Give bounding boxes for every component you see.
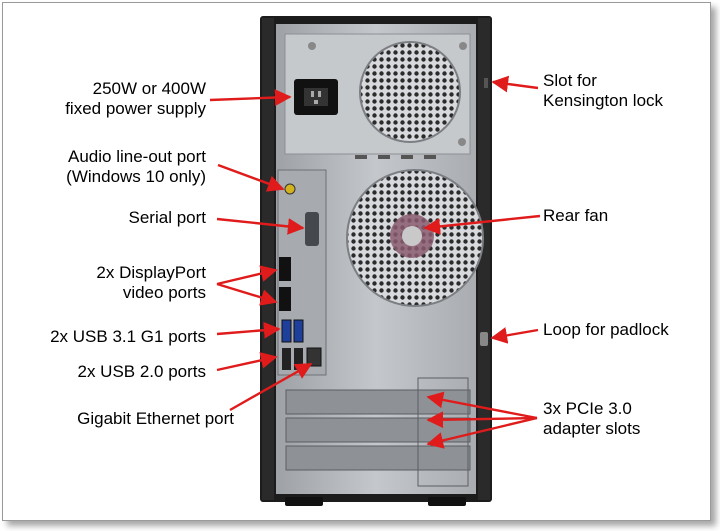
label-padlock: Loop for padlock bbox=[543, 320, 669, 339]
label-pcie-line2: adapter slots bbox=[543, 419, 641, 438]
label-displayport: 2x DisplayPort video ports bbox=[96, 263, 206, 303]
label-power-supply-line1: 250W or 400W bbox=[92, 79, 206, 98]
callout-arrows bbox=[209, 75, 541, 449]
pcie-slot-2 bbox=[285, 417, 471, 443]
label-power-supply-line2: fixed power supply bbox=[65, 99, 206, 118]
label-ethernet: Gigabit Ethernet port bbox=[77, 409, 234, 428]
usb20-2 bbox=[294, 348, 303, 370]
padlock-loop bbox=[480, 332, 488, 346]
usb31-1 bbox=[281, 319, 292, 343]
pcie-slot-1 bbox=[285, 389, 471, 415]
label-audio-line2: (Windows 10 only) bbox=[66, 167, 206, 186]
label-audio-port: Audio line-out port (Windows 10 only) bbox=[66, 147, 206, 187]
label-serial-port: Serial port bbox=[128, 208, 206, 227]
label-pcie: 3x PCIe 3.0 adapter slots bbox=[543, 399, 640, 439]
label-power-supply: 250W or 400W fixed power supply bbox=[65, 79, 206, 119]
usb31-2 bbox=[293, 319, 304, 343]
label-audio-line1: Audio line-out port bbox=[68, 147, 206, 166]
kensington-slot bbox=[484, 78, 488, 88]
displayport-1 bbox=[279, 257, 291, 281]
foot-left bbox=[285, 497, 323, 506]
ethernet-jack bbox=[306, 347, 322, 367]
psu-fan-grille bbox=[359, 41, 461, 143]
serial-connector bbox=[305, 212, 319, 246]
label-kensington-line2: Kensington lock bbox=[543, 91, 664, 110]
displayport-2 bbox=[279, 287, 291, 311]
label-usb20: 2x USB 2.0 ports bbox=[77, 362, 206, 381]
label-displayport-line1: 2x DisplayPort bbox=[96, 263, 206, 282]
usb20-1 bbox=[282, 348, 291, 370]
label-kensington: Slot for Kensington lock bbox=[543, 71, 663, 111]
audio-jack bbox=[284, 183, 296, 195]
label-pcie-line1: 3x PCIe 3.0 bbox=[543, 399, 632, 418]
label-rear-fan: Rear fan bbox=[543, 206, 609, 225]
pcie-slot-3 bbox=[285, 445, 471, 471]
label-usb31: 2x USB 3.1 G1 ports bbox=[50, 327, 206, 346]
foot-right bbox=[428, 497, 466, 506]
label-kensington-line1: Slot for bbox=[543, 71, 597, 90]
label-displayport-line2: video ports bbox=[122, 283, 206, 302]
